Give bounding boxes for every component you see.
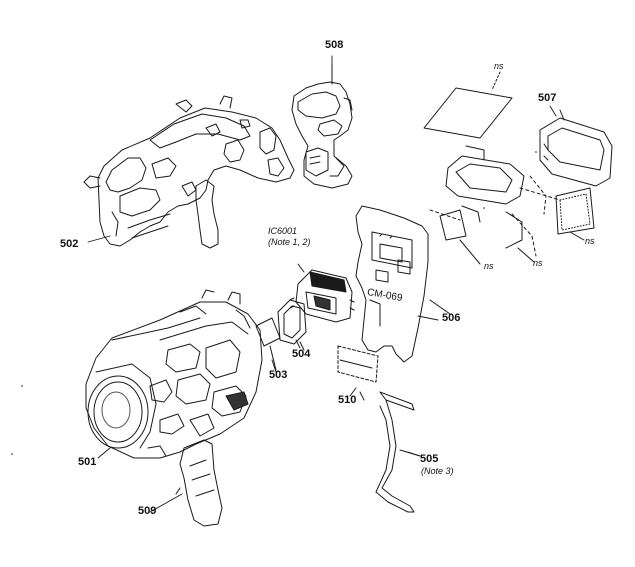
- part-leader-lines: [87, 55, 557, 513]
- part-ns-sheet-small: [439, 209, 523, 249]
- part-509-flex-cable: [175, 439, 223, 527]
- part-501-lens-block: [85, 289, 263, 459]
- label-504: 504: [292, 348, 311, 360]
- ns-label-mid: ns: [533, 258, 543, 268]
- ns-label-right: ns: [585, 236, 595, 246]
- label-510: 510: [338, 394, 357, 406]
- note-ic6001: (Note 1, 2): [268, 237, 311, 247]
- part-507-module: [539, 109, 613, 187]
- ns-label-top: ns: [494, 61, 504, 71]
- part-ic6001-sensor: [289, 263, 355, 323]
- label-ic6001: IC6001: [268, 226, 298, 236]
- part-503-filter: [255, 317, 281, 371]
- part-510-flex: [337, 345, 379, 401]
- label-509: 509: [138, 505, 157, 517]
- part-504-gasket: [277, 299, 307, 351]
- label-506: 506: [442, 312, 461, 324]
- label-501: 501: [78, 456, 97, 468]
- part-506-board: [355, 205, 451, 363]
- part-ns-sheet-right: [555, 187, 595, 235]
- scan-specks: [11, 151, 537, 455]
- label-505: 505: [420, 453, 439, 465]
- part-holder-frame: [429, 145, 561, 257]
- label-507: 507: [538, 92, 557, 104]
- label-503: 503: [269, 369, 288, 381]
- ns-leader-lines: [459, 231, 585, 265]
- ns-label-sheet: ns: [484, 261, 494, 271]
- label-502: 502: [60, 238, 79, 250]
- part-ns-sheet-top: [423, 71, 513, 139]
- label-508: 508: [325, 39, 344, 51]
- part-502-frame-bracket: [83, 95, 295, 249]
- part-505-flat-cable: [375, 391, 421, 513]
- part-508-bracket: [291, 63, 353, 189]
- note-505: (Note 3): [421, 466, 454, 476]
